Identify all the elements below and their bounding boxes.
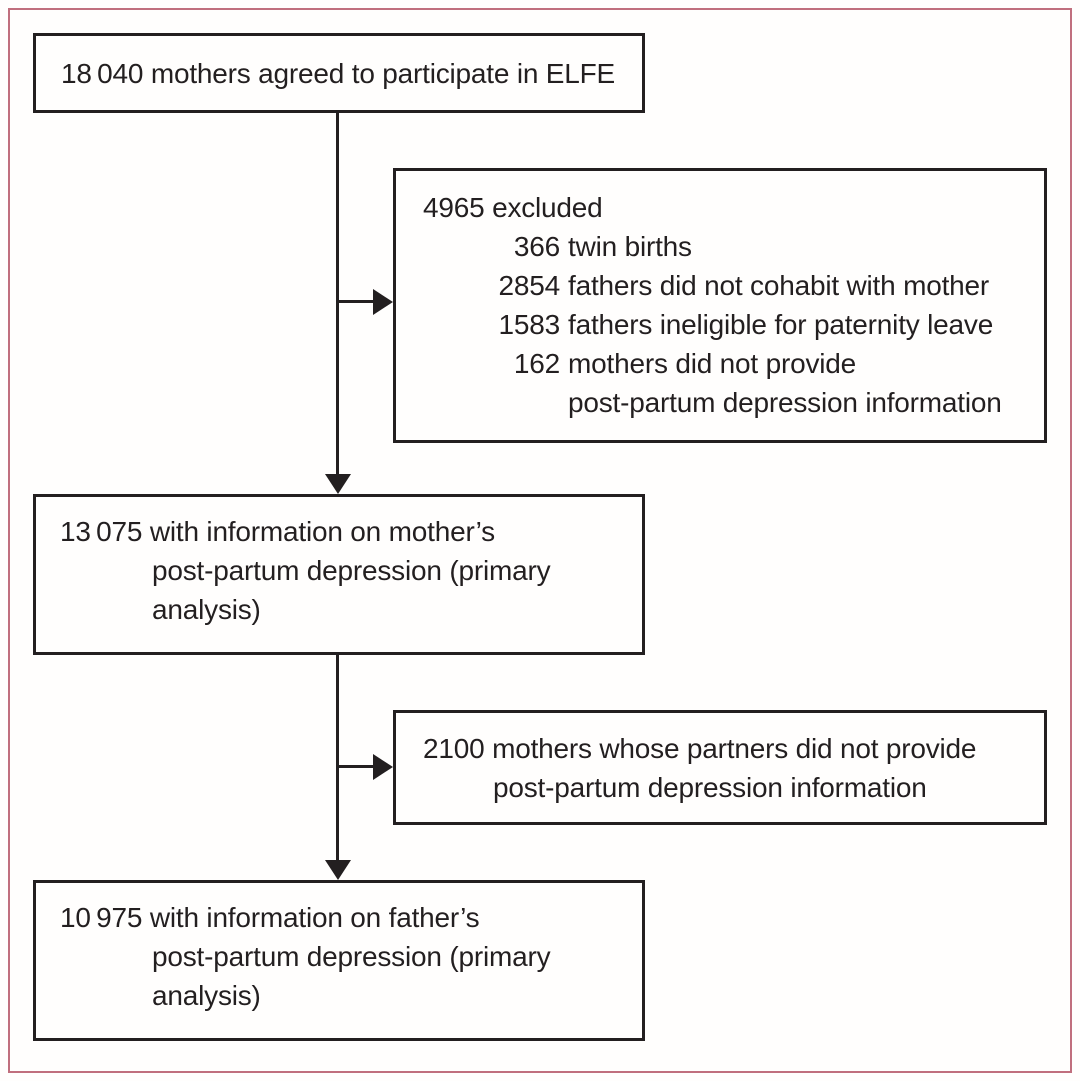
arrowhead-right-partners-icon (373, 754, 393, 780)
flow-box-excluded: 4965 excluded 366 twin births 2854 fathe… (393, 168, 1047, 443)
excluded-item-count: 2854 (498, 270, 561, 301)
connector-line-bottom (336, 653, 339, 860)
partners-missing-line: 2100 mothers whose partners did not prov… (423, 733, 977, 764)
flow-box-mother-analysis: 13 075 with information on mother’s post… (33, 494, 645, 655)
flow-box-enrolled: 18 040 mothers agreed to participate in … (33, 33, 645, 113)
excluded-item-label: twin births (568, 231, 692, 262)
excluded-item-cohabit: 2854 fathers did not cohabit with mother (423, 266, 1028, 305)
arrowhead-right-excluded-icon (373, 289, 393, 315)
enrolled-text: 18 040 mothers agreed to participate in … (61, 57, 616, 89)
excluded-item-count: 366 (513, 231, 560, 262)
mother-analysis-line: 13 075 with information on mother’s (60, 516, 495, 547)
flow-box-partners-missing: 2100 mothers whose partners did not prov… (393, 710, 1047, 825)
excluded-item-continuation: post-partum depression information (568, 387, 1002, 418)
partners-missing-line: post-partum depression information (493, 772, 927, 803)
excluded-item-no-info: 162 mothers did not provide (423, 344, 1028, 383)
connector-line-top (336, 112, 339, 474)
arrowhead-down-father-icon (325, 860, 351, 880)
figure-border (8, 8, 1072, 1073)
father-analysis-line: post-partum depression (primary (152, 941, 551, 972)
mother-analysis-line: analysis) (152, 594, 261, 625)
connector-branch-partners (336, 765, 376, 768)
father-analysis-line: 10 975 with information on father’s (60, 902, 480, 933)
mother-analysis-line: post-partum depression (primary (152, 555, 551, 586)
excluded-item-label: fathers did not cohabit with mother (568, 270, 990, 301)
excluded-item-twin: 366 twin births (423, 227, 1028, 266)
arrowhead-down-mother-icon (325, 474, 351, 494)
connector-branch-excluded (336, 300, 376, 303)
excluded-item-count: 162 (513, 348, 560, 379)
excluded-header: 4965 excluded (423, 192, 603, 223)
flow-box-father-analysis: 10 975 with information on father’s post… (33, 880, 645, 1041)
excluded-item-ineligible: 1583 fathers ineligible for paternity le… (423, 305, 1028, 344)
excluded-item-label: fathers ineligible for paternity leave (568, 309, 994, 340)
father-analysis-line: analysis) (152, 980, 261, 1011)
excluded-item-label: mothers did not provide (568, 348, 857, 379)
excluded-item-count: 1583 (498, 309, 561, 340)
